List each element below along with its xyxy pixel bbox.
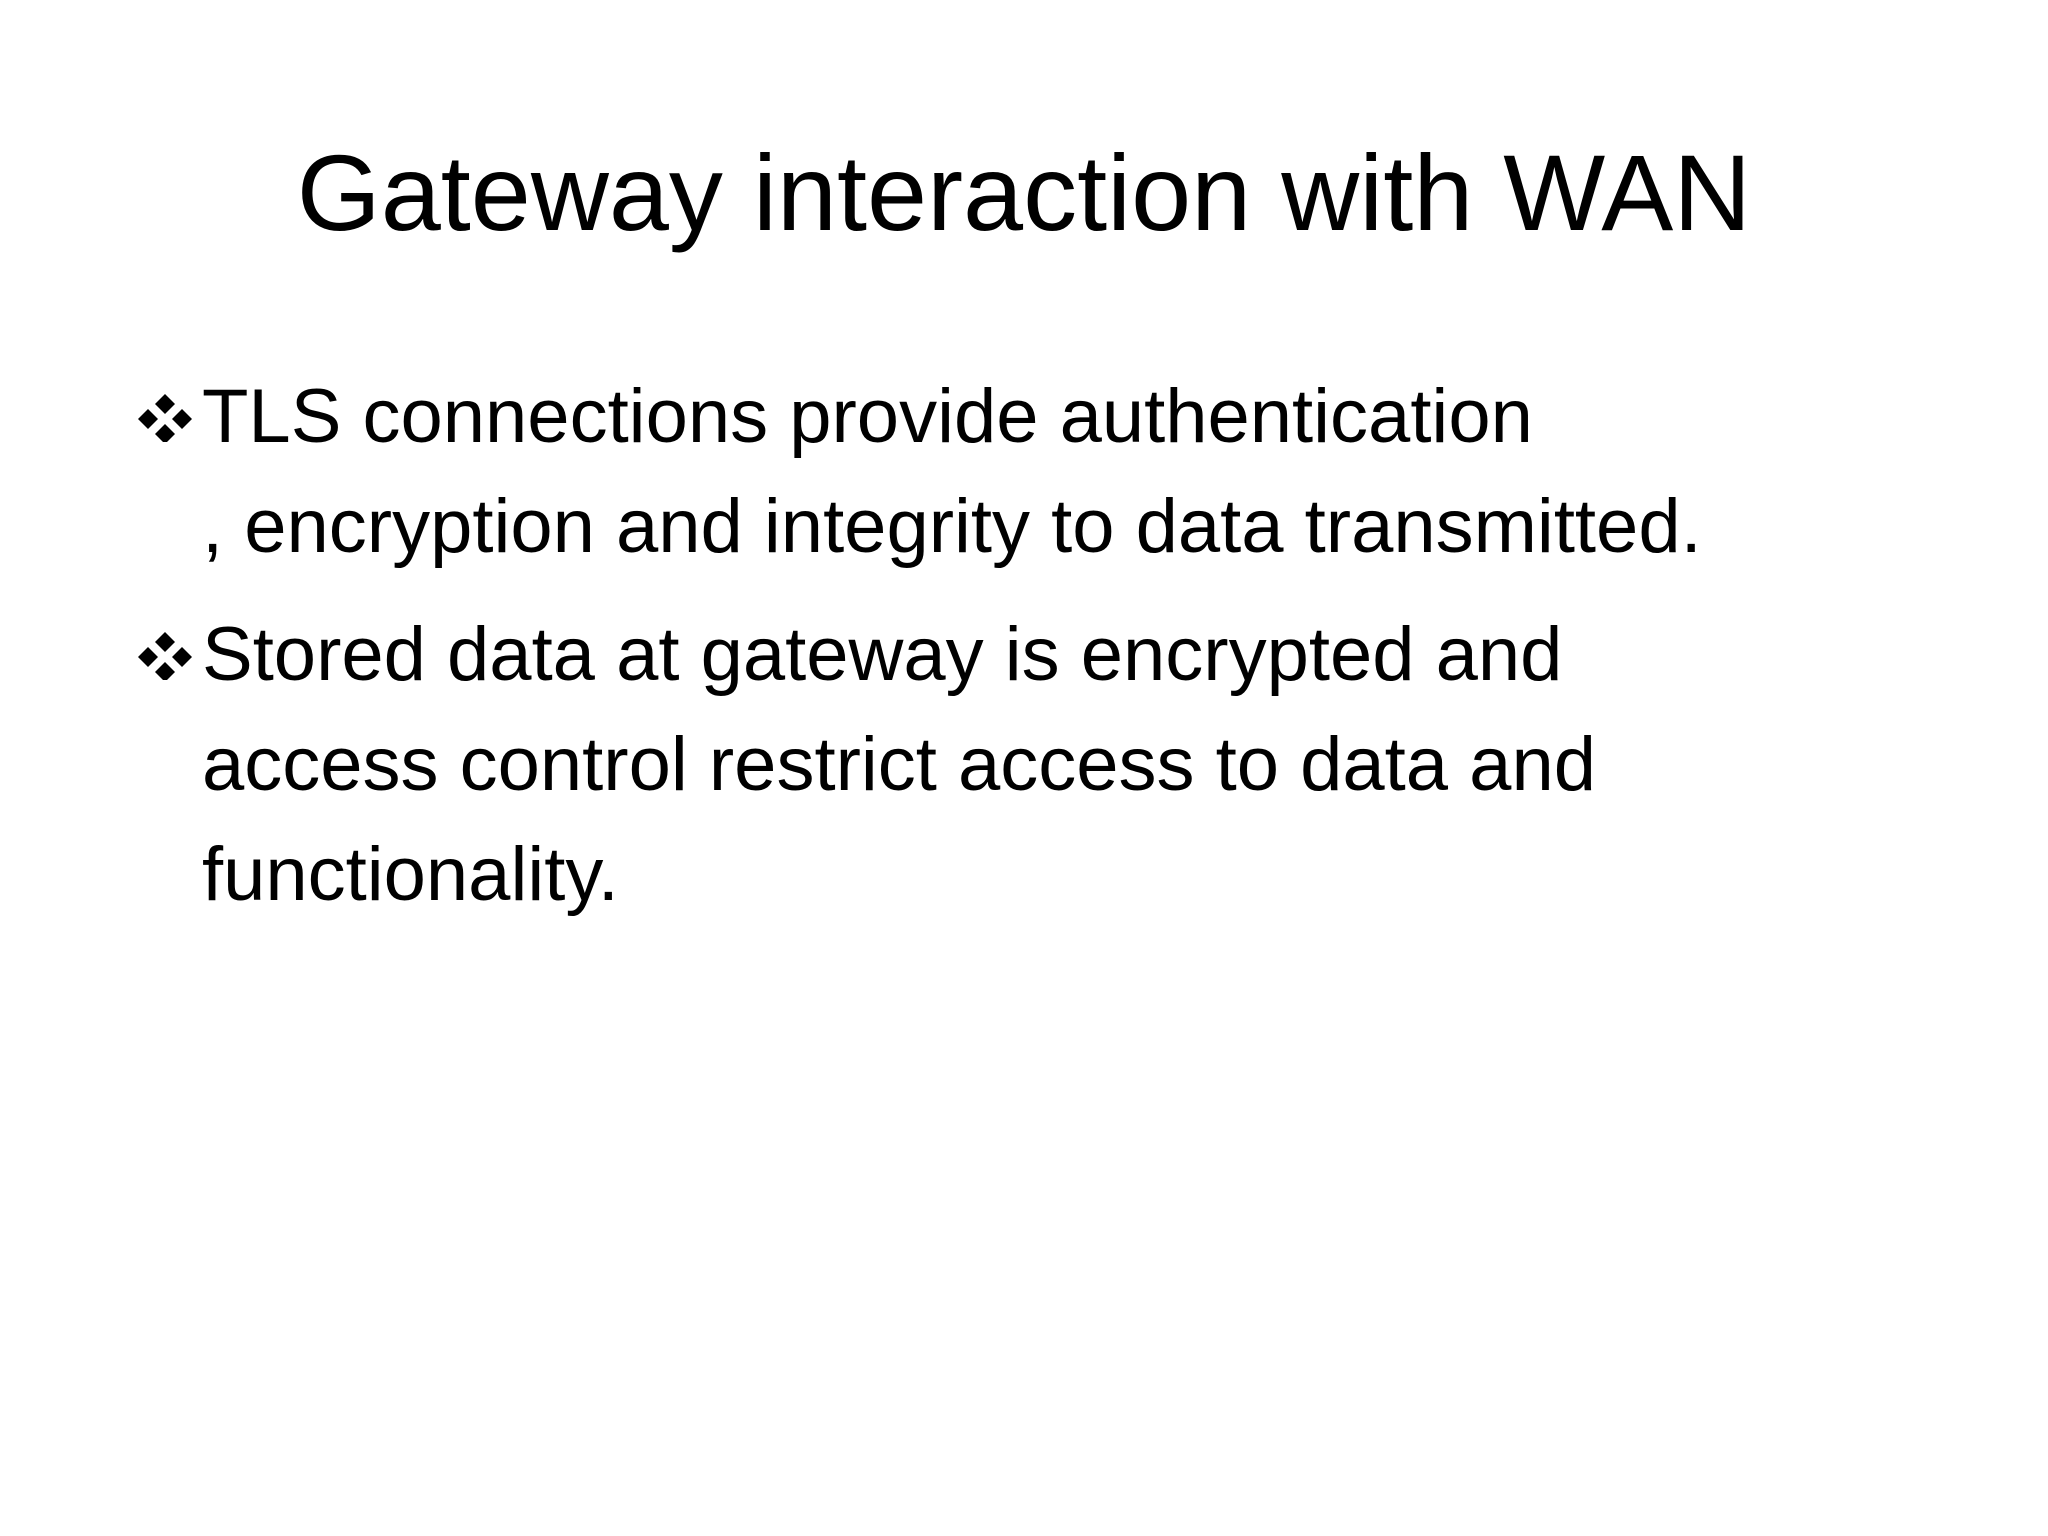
bullet-item-stored-data: Stored data at gateway is encrypted and … [130,600,1950,930]
bullet-line: , encryption and integrity to data trans… [202,484,1702,569]
four-diamond-bullet-icon [138,632,192,680]
bullet-list: TLS connections provide authentication ,… [130,362,1950,948]
bullet-line: functionality. [202,832,619,917]
bullet-line: TLS connections provide authentication [202,374,1533,459]
four-diamond-bullet-icon [138,394,192,442]
bullet-line: access control restrict access to data a… [202,722,1596,807]
bullet-line: Stored data at gateway is encrypted and [202,612,1563,697]
bullet-item-tls: TLS connections provide authentication ,… [130,362,1950,582]
slide-title: Gateway interaction with WAN [296,132,1752,253]
